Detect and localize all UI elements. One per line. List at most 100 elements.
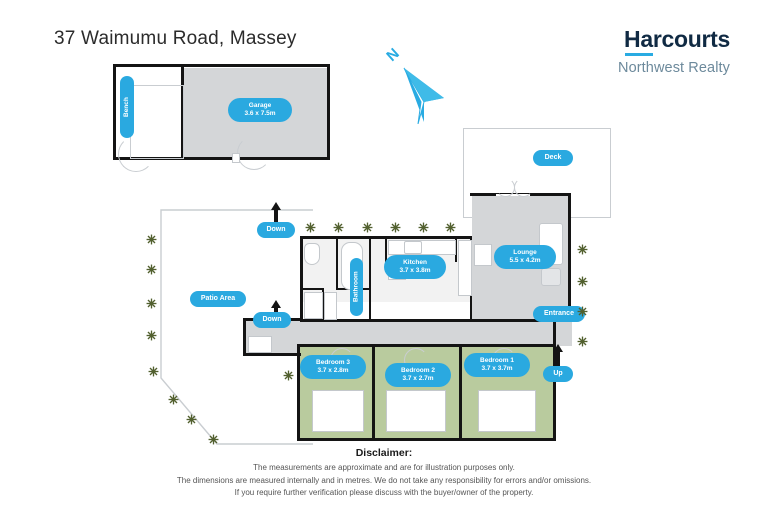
brand-logo: Harcourts Northwest Realty bbox=[618, 28, 730, 77]
lounge-label-text: Lounge bbox=[513, 248, 537, 256]
page-title: 37 Waimumu Road, Massey bbox=[54, 28, 297, 49]
bedroom-1-dimensions: 3.7 x 3.7m bbox=[481, 365, 513, 372]
house-wall-left-bedroom bbox=[297, 344, 300, 441]
shrub-icon bbox=[362, 222, 373, 233]
bedroom-3-label: Bedroom 3 3.7 x 2.8m bbox=[300, 355, 366, 379]
disclaimer-line-2: The dimensions are measured internally a… bbox=[176, 475, 592, 485]
laundry-tub-fixture bbox=[248, 336, 272, 353]
bed-3-fixture bbox=[312, 390, 364, 432]
shrub-icon bbox=[283, 370, 294, 381]
house-wall-bottom-left bbox=[243, 353, 301, 356]
lounge-label: Lounge 5.5 x 4.2m bbox=[494, 245, 556, 269]
brand-tagline: Northwest Realty bbox=[618, 60, 730, 76]
house-wall-bottom bbox=[297, 438, 556, 441]
bedroom-3-dimensions: 3.7 x 2.8m bbox=[317, 367, 349, 374]
garage-label: Garage 3.6 x 7.5m bbox=[228, 98, 292, 122]
brand-name-text: Harcourts bbox=[624, 26, 730, 52]
garage-utility-door-arc bbox=[118, 136, 154, 172]
disclaimer-heading: Disclaimer: bbox=[355, 447, 413, 460]
shrub-icon bbox=[305, 222, 316, 233]
shrub-icon bbox=[146, 264, 157, 275]
shrub-icon bbox=[577, 276, 588, 287]
kitchen-bench-right bbox=[458, 240, 472, 296]
site-boundary-outline bbox=[160, 209, 313, 445]
down-label-upper: Down bbox=[257, 222, 295, 238]
floorplan-drawing: Bench Garage 3.6 x 7.5m N Deck Patio Are… bbox=[113, 45, 611, 445]
entrance-label-text: Entrance bbox=[544, 309, 574, 317]
kitchen-label-text: Kitchen bbox=[403, 258, 427, 266]
wet-wall-5 bbox=[322, 288, 324, 320]
entrance-label: Entrance bbox=[533, 306, 585, 322]
garage-wall-left bbox=[113, 64, 116, 160]
garage-wall-divider bbox=[181, 64, 184, 160]
bedroom-divider-1 bbox=[372, 344, 375, 441]
garage-door-opening-left bbox=[232, 153, 240, 163]
hallway-floor bbox=[300, 302, 472, 322]
bedroom-2-label-text: Bedroom 2 bbox=[401, 366, 435, 374]
patio-area-label: Patio Area bbox=[190, 291, 246, 307]
down-label-upper-text: Down bbox=[266, 225, 286, 233]
kitchen-sink bbox=[404, 241, 422, 254]
deck-label: Deck bbox=[533, 150, 573, 166]
kitchen-bench-top bbox=[388, 240, 456, 255]
house-wall-top bbox=[300, 236, 472, 239]
shrub-icon bbox=[146, 234, 157, 245]
compass-north-icon: N bbox=[378, 45, 450, 125]
shrub-icon bbox=[168, 394, 179, 405]
shrub-icon bbox=[445, 222, 456, 233]
bedroom-2-label: Bedroom 2 3.7 x 2.7m bbox=[385, 363, 451, 387]
bench-label-text: Bench bbox=[122, 97, 130, 117]
garage-wall-bottom bbox=[113, 157, 330, 160]
garage-dimensions: 3.6 x 7.5m bbox=[244, 110, 276, 117]
wardrobe-2-arc bbox=[404, 348, 428, 372]
bathroom-label-text: Bathroom bbox=[352, 271, 360, 303]
disclaimer-line-3: If you require further verification plea… bbox=[234, 488, 534, 498]
wet-wall-6 bbox=[385, 238, 387, 266]
house-wall-bedroom-top bbox=[297, 344, 556, 347]
patio-area-label-text: Patio Area bbox=[200, 294, 236, 302]
toilet-fixture bbox=[304, 243, 320, 265]
shrub-icon bbox=[146, 330, 157, 341]
shrub-icon bbox=[577, 306, 588, 317]
up-arrow-icon bbox=[553, 344, 563, 366]
shrub-icon bbox=[208, 434, 219, 445]
shrub-icon bbox=[577, 336, 588, 347]
kitchen-label: Kitchen 3.7 x 3.8m bbox=[384, 255, 446, 279]
wet-wall-4 bbox=[300, 288, 324, 290]
down-label-lower-text: Down bbox=[262, 315, 282, 323]
wet-wall-3 bbox=[369, 238, 371, 320]
lounge-dimensions: 5.5 x 4.2m bbox=[509, 257, 541, 264]
bedroom-1-label: Bedroom 1 3.7 x 3.7m bbox=[464, 353, 530, 377]
disclaimer-line-1: The measurements are approximate and are… bbox=[253, 463, 515, 473]
down-label-lower: Down bbox=[253, 312, 291, 328]
up-label: Up bbox=[543, 366, 573, 382]
bedroom-divider-2 bbox=[459, 344, 462, 441]
shrub-icon bbox=[186, 414, 197, 425]
bed-1-fixture bbox=[478, 390, 536, 432]
disclaimer: Disclaimer: The measurements are approxi… bbox=[0, 447, 768, 500]
shrub-icon bbox=[333, 222, 344, 233]
shrub-icon bbox=[148, 366, 159, 377]
armchair-fixture bbox=[541, 268, 561, 286]
shrub-icon bbox=[390, 222, 401, 233]
deck-label-text: Deck bbox=[544, 153, 562, 161]
brand-underline bbox=[625, 53, 654, 56]
bench-label: Bench bbox=[120, 76, 134, 138]
house-wall-left-lower bbox=[243, 320, 246, 356]
wet-wall-7 bbox=[455, 238, 457, 262]
garage-wall-right bbox=[327, 64, 330, 160]
bedroom-2-dimensions: 3.7 x 2.7m bbox=[402, 375, 434, 382]
fridge-fixture bbox=[474, 244, 492, 266]
down-arrow-upper-icon bbox=[271, 202, 281, 224]
house-wall-corridor-top bbox=[300, 319, 572, 322]
bedroom-3-label-text: Bedroom 3 bbox=[316, 358, 350, 366]
house-wall-left-upper bbox=[300, 236, 303, 322]
lounge-door-arc-right bbox=[514, 178, 533, 197]
wet-wall-1 bbox=[336, 238, 338, 288]
bathroom-label: Bathroom bbox=[350, 258, 363, 316]
brand-name: Harcourts bbox=[624, 28, 730, 56]
svg-text:N: N bbox=[383, 46, 402, 65]
vanity-fixture bbox=[324, 292, 337, 320]
bed-2-fixture bbox=[386, 390, 446, 432]
